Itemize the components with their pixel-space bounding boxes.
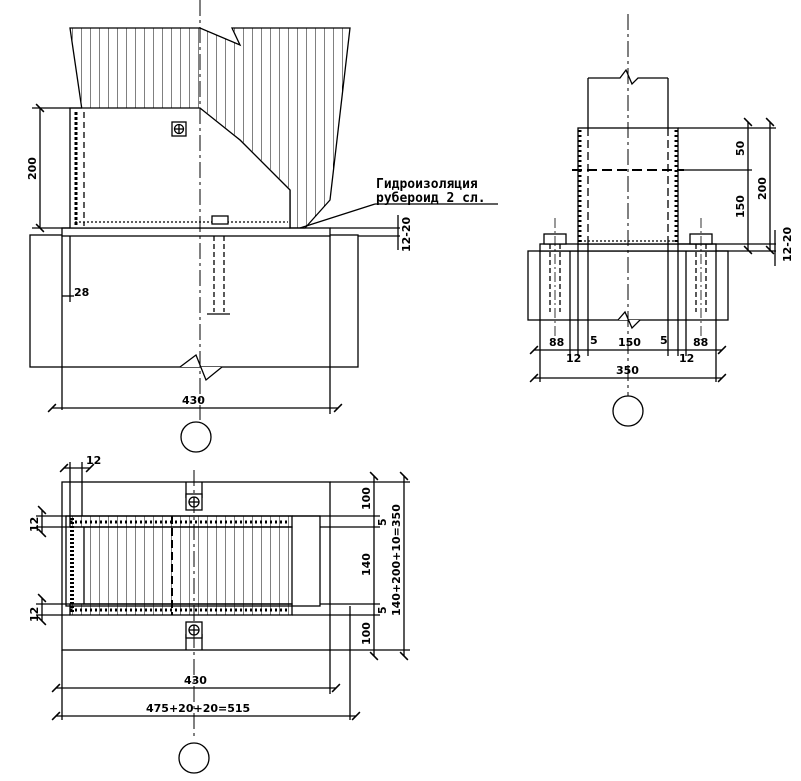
dim-total-width: 475+20+20=515 (146, 702, 250, 715)
view-plan: 12 12 12 100 5 140 5 100 140+200+10=350 … (28, 454, 410, 774)
axis-marker (612, 395, 644, 427)
note-line-1: Гидроизоляция (376, 177, 478, 192)
anchor-bolt-left (543, 218, 567, 340)
dim-bottom-edge: 100 (360, 622, 373, 645)
dim-top-weld: 12 (86, 454, 101, 467)
dim-width: 350 (616, 364, 639, 377)
break-line (179, 353, 223, 382)
view-side: 50 150 200 12-20 88 12 5 150 5 12 88 350 (527, 14, 794, 427)
base-plate (61, 227, 331, 237)
view-front: 200 12-20 28 430 Гидроизоляция рубероид … (26, 0, 498, 453)
column-web (83, 526, 293, 605)
dim-bottom-gap: 5 (376, 606, 389, 614)
dim-center: 140 (360, 553, 373, 576)
dim-top: 50 (734, 140, 747, 156)
dim-width: 430 (182, 394, 205, 407)
dim-center: 150 (618, 336, 641, 349)
dim-total: 200 (756, 177, 769, 200)
dim-right-gap: 5 (660, 334, 668, 347)
dim-height: 200 (26, 157, 39, 180)
dim-right-edge: 88 (693, 336, 708, 349)
dim-gap: 12-20 (400, 216, 413, 252)
dim-top-edge: 100 (360, 487, 373, 510)
axis-marker (180, 421, 212, 453)
note-line-2: рубероид 2 сл. (376, 191, 486, 206)
dim-top-gap: 5 (376, 518, 389, 526)
anchor-nut (211, 215, 229, 225)
dim-sum: 140+200+10=350 (390, 504, 403, 616)
axis-marker (178, 742, 210, 774)
dim-right-weld: 12 (679, 352, 694, 365)
bolt-symbol (171, 121, 187, 137)
leader-line (299, 203, 376, 229)
dim-gap: 12-20 (781, 226, 794, 262)
dim-edge: 28 (74, 286, 89, 299)
dim-left-edge: 88 (549, 336, 564, 349)
dim-mid: 150 (734, 195, 747, 218)
anchor-bolt-right (689, 218, 713, 340)
dim-left-weld: 12 (566, 352, 581, 365)
dim-left-top: 12 (28, 517, 41, 532)
footing-block (29, 234, 359, 368)
dim-inner-width: 430 (184, 674, 207, 687)
dim-left-gap: 5 (590, 334, 598, 347)
break-line (588, 68, 668, 86)
dim-left-bottom: 12 (28, 607, 41, 622)
